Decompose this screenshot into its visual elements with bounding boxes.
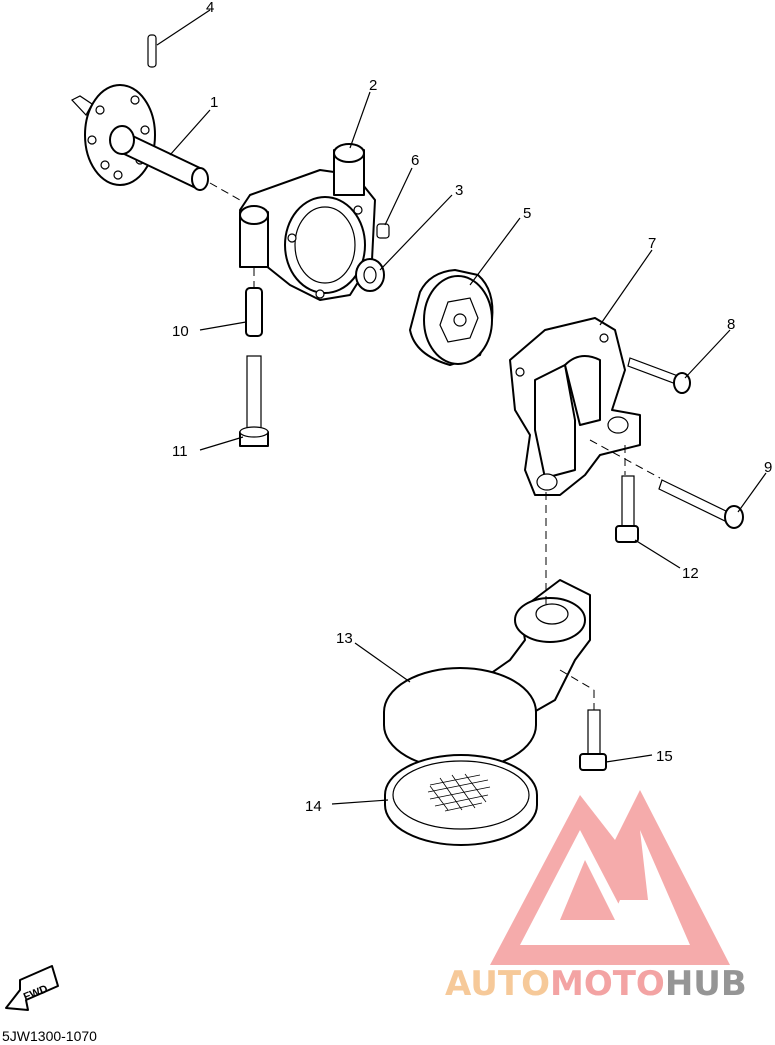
watermark-hub: HUB — [665, 964, 747, 1004]
callout-7: 7 — [648, 235, 656, 252]
callout-5: 5 — [523, 205, 531, 222]
callout-10: 10 — [172, 323, 189, 340]
part-3-seal — [355, 258, 385, 292]
fwd-arrow: FWD — [5, 965, 59, 1011]
callout-4: 4 — [206, 0, 214, 16]
callout-1: 1 — [210, 94, 218, 111]
watermark-moto: MOTO — [550, 964, 665, 1004]
callout-8: 8 — [727, 316, 735, 333]
part-12-bolt — [615, 475, 639, 543]
part-6-dowel — [376, 223, 390, 239]
part-5-rotor — [409, 269, 494, 366]
leader-lines — [156, 9, 767, 805]
figure-code: 5JW1300-1070 — [2, 1028, 97, 1044]
callout-2: 2 — [369, 77, 377, 94]
callout-9: 9 — [764, 459, 772, 476]
callout-12: 12 — [682, 565, 699, 582]
alignment-lines — [209, 182, 661, 710]
part-10-dowel-pin — [245, 287, 263, 337]
callout-15: 15 — [656, 748, 673, 765]
callout-6: 6 — [411, 152, 419, 169]
callout-14: 14 — [305, 798, 322, 815]
part-9-bolt — [658, 479, 744, 529]
part-7-pump-cover — [509, 317, 641, 496]
callout-3: 3 — [455, 182, 463, 199]
part-8-bolt — [627, 357, 691, 394]
part-4-pin — [147, 34, 157, 68]
svg-text:AUTOMOTOHUB: AUTOMOTOHUB — [445, 964, 747, 1004]
fwd-arrow-icon — [5, 965, 59, 1011]
watermark-logo: AUTOMOTOHUB — [445, 790, 747, 1004]
part-11-flange-bolt — [239, 355, 269, 447]
part-1-shaft-gear — [71, 84, 209, 191]
part-15-bolt — [579, 709, 607, 771]
part-14-strainer-screen — [384, 754, 538, 846]
callout-11: 11 — [172, 443, 188, 460]
part-2-pump-housing — [239, 143, 376, 301]
callout-13: 13 — [336, 630, 353, 647]
callout-numbers: 4 1 2 6 3 5 7 8 9 10 11 12 13 15 14 — [172, 0, 772, 815]
part-13-strainer-housing — [383, 579, 591, 770]
watermark-auto: AUTO — [445, 964, 550, 1004]
